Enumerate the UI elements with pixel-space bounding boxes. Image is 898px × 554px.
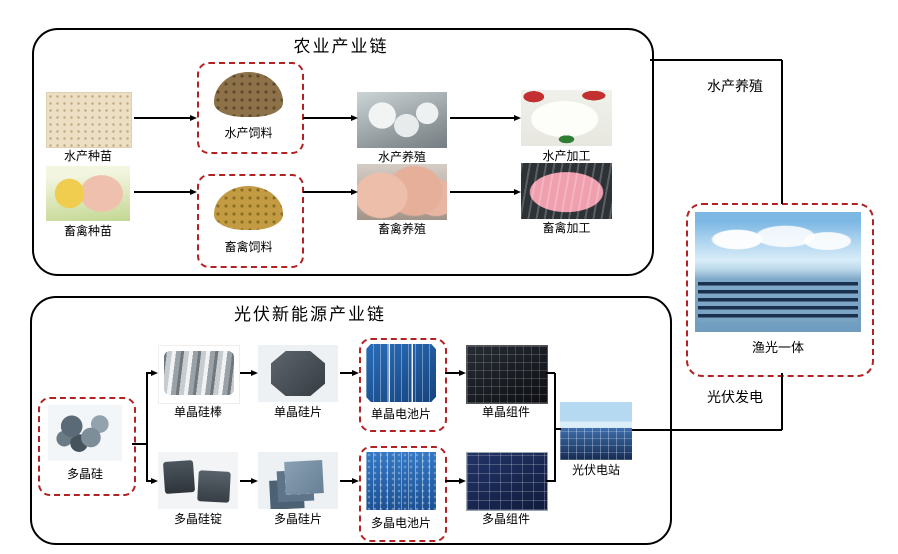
poly-module-image: [466, 452, 548, 511]
livestock-seedling-image: [46, 166, 130, 221]
aquatic-seedling-label: 水产种苗: [63, 149, 112, 163]
agriculture-chain-title: 农业产业链: [293, 37, 389, 56]
connector-line: [132, 443, 147, 445]
livestock-processing-image: [521, 163, 612, 219]
poly-cell-image: [366, 452, 436, 510]
poly-cell-highlight: [359, 446, 447, 542]
aquatic-feed-highlight: [197, 62, 304, 154]
pv-station-label: 光伏电站: [571, 463, 620, 477]
pv-chain-title: 光伏新能源产业链: [234, 305, 386, 324]
connector-line: [546, 480, 555, 482]
flow-arrow: [146, 480, 151, 482]
flow-arrow: [445, 480, 459, 482]
connector-line: [546, 372, 555, 374]
poly-module-label: 多晶组件: [481, 512, 530, 526]
poly-ingot-image: [158, 452, 238, 509]
flow-arrow: [134, 117, 190, 119]
flow-arrow: [240, 372, 251, 374]
connector-line: [781, 373, 783, 430]
connector-line: [632, 429, 782, 431]
aquatic-feed-image: [209, 68, 288, 120]
pv-station-image: [560, 402, 632, 460]
aquatic-seedling-image: [46, 92, 132, 148]
flow-arrow: [240, 480, 251, 482]
fishery-pv-highlight: [686, 203, 874, 377]
aquaculture-link-label: 水产养殖: [707, 78, 763, 94]
poly-ingot-label: 多晶硅锭: [173, 512, 222, 526]
fishery-pv-image: [695, 212, 861, 332]
fishery-pv-label: 渔光一体: [751, 340, 804, 355]
polysilicon-highlight: [38, 397, 136, 496]
mono-cell-image: [366, 344, 436, 402]
pv-chain-panel: [30, 296, 672, 545]
agriculture-chain-panel: [32, 28, 654, 276]
aquatic-feed-label: 水产饲料: [224, 126, 273, 140]
flow-arrow: [134, 191, 190, 193]
livestock-seedling-label: 畜禽种苗: [63, 224, 112, 238]
connector-line: [650, 59, 782, 61]
polysilicon-image: [48, 405, 122, 461]
mono-cell-highlight: [359, 338, 447, 432]
flow-arrow: [340, 372, 352, 374]
livestock-breeding-image: [357, 164, 447, 220]
flow-arrow: [445, 372, 459, 374]
flow-arrow: [303, 117, 351, 119]
flow-arrow: [450, 117, 514, 119]
aquatic-processing-label: 水产加工: [542, 149, 591, 163]
livestock-breeding-label: 畜禽养殖: [377, 222, 426, 236]
mono-cell-label: 单晶电池片: [370, 407, 431, 421]
mono-module-image: [466, 345, 548, 404]
aquaculture-label: 水产养殖: [377, 150, 426, 164]
connector-line: [781, 60, 783, 204]
mono-wafer-label: 单晶硅片: [273, 405, 322, 419]
flow-arrow: [340, 480, 352, 482]
poly-wafer-image: [258, 452, 338, 509]
polysilicon-label: 多晶硅: [66, 467, 103, 481]
connector-line: [554, 373, 556, 482]
poly-cell-label: 多晶电池片: [370, 516, 431, 530]
flow-arrow: [146, 372, 151, 374]
connector-line: [146, 373, 148, 482]
aquaculture-image: [357, 92, 447, 148]
livestock-feed-label: 畜禽饲料: [224, 240, 273, 254]
flow-arrow: [303, 191, 351, 193]
pv-generation-link-label: 光伏发电: [707, 389, 763, 405]
aquatic-processing-image: [521, 90, 612, 146]
mono-rod-image: [158, 345, 240, 404]
mono-rod-label: 单晶硅棒: [173, 405, 222, 419]
poly-wafer-label: 多晶硅片: [273, 512, 322, 526]
livestock-feed-highlight: [197, 174, 304, 268]
mono-wafer-image: [258, 345, 338, 402]
connector-line: [554, 428, 561, 430]
mono-module-label: 单晶组件: [481, 405, 530, 419]
flow-arrow: [450, 191, 514, 193]
livestock-feed-image: [209, 181, 288, 234]
livestock-processing-label: 畜禽加工: [542, 221, 591, 235]
